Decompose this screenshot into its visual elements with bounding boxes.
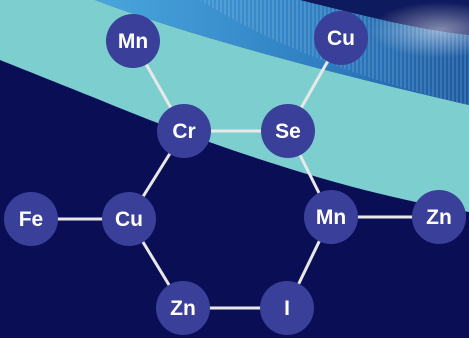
node-circle (314, 11, 368, 65)
node-label: Cr (172, 120, 195, 143)
node-label: Se (275, 120, 301, 143)
node-circle (156, 281, 210, 335)
node-label: Fe (19, 208, 44, 231)
node-cr: Cr (157, 104, 211, 158)
node-label: Cu (327, 27, 355, 50)
node-label: Mn (316, 206, 346, 229)
node-mn-right: Mn (304, 190, 358, 244)
node-circle (304, 190, 358, 244)
node-label: Zn (426, 206, 452, 229)
node-i: I (260, 281, 314, 335)
node-fe: Fe (4, 192, 58, 246)
node-se: Se (261, 104, 315, 158)
node-circle (260, 281, 314, 335)
node-mn-top: Mn (106, 14, 160, 68)
light-glow (370, 2, 469, 58)
node-label: I (284, 297, 290, 320)
node-label: Zn (170, 297, 196, 320)
node-zn-right: Zn (412, 190, 466, 244)
node-circle (106, 14, 160, 68)
node-circle (4, 192, 58, 246)
node-circle (261, 104, 315, 158)
node-circle (102, 192, 156, 246)
node-circle (412, 190, 466, 244)
node-cu-mid: Cu (102, 192, 156, 246)
node-circle (157, 104, 211, 158)
node-label: Mn (118, 30, 148, 53)
node-cu-top: Cu (314, 11, 368, 65)
node-zn-bottom: Zn (156, 281, 210, 335)
node-label: Cu (115, 208, 143, 231)
